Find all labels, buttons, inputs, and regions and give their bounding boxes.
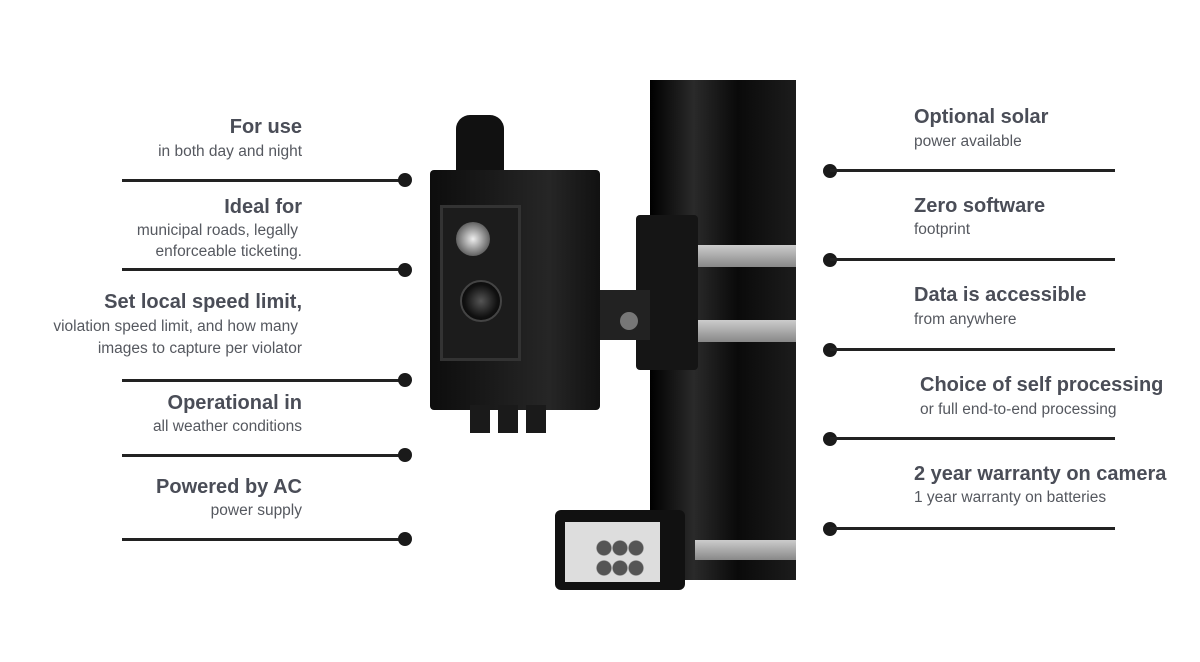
- mount-bolt: [620, 312, 638, 330]
- feature-desc: or full end-to-end processing: [920, 401, 1117, 418]
- feature-title: Zero software: [914, 195, 1046, 217]
- callout-dot: [398, 263, 412, 277]
- feature-desc: footprint: [914, 221, 971, 238]
- feature-title: Data is accessible: [914, 284, 1087, 306]
- sensor-dome: [456, 115, 504, 175]
- connectors: [470, 405, 550, 433]
- callout-line: [122, 179, 405, 182]
- callout-line: [830, 437, 1115, 440]
- callout-dot: [398, 448, 412, 462]
- callout-line: [122, 538, 405, 541]
- callout-dot: [398, 532, 412, 546]
- feature-title: Set local speed limit,: [104, 291, 302, 313]
- feature-desc: power supply: [210, 502, 302, 519]
- feature-desc: 1 year warranty on batteries: [914, 489, 1107, 506]
- illuminator-lens: [456, 222, 490, 256]
- callout-line: [122, 268, 405, 271]
- feature-title: Choice of self processing: [920, 374, 1164, 396]
- pole-strap: [695, 540, 796, 560]
- callout-dot: [398, 373, 412, 387]
- callout-line: [830, 348, 1115, 351]
- feature-title: Powered by AC: [156, 476, 302, 498]
- pole-strap: [695, 245, 796, 267]
- feature-desc: municipal roads, legally: [136, 222, 298, 239]
- callout-line: [830, 258, 1115, 261]
- feature-title: 2 year warranty on camera: [914, 463, 1167, 485]
- feature-desc: enforceable ticketing.: [155, 243, 302, 260]
- feature-desc: power available: [914, 133, 1022, 150]
- display-leds: [596, 540, 644, 580]
- callout-line: [830, 169, 1115, 172]
- feature-desc: from anywhere: [914, 311, 1017, 328]
- callout-line: [830, 527, 1115, 530]
- callout-line: [122, 379, 405, 382]
- feature-title: Ideal for: [224, 196, 302, 218]
- feature-title: Optional solar: [914, 106, 1049, 128]
- feature-desc: images to capture per violator: [97, 340, 302, 357]
- callout-dot: [398, 173, 412, 187]
- mount-arm: [590, 290, 650, 340]
- pole-strap: [695, 320, 796, 342]
- camera-lens: [460, 280, 502, 322]
- feature-desc: violation speed limit, and how many: [53, 318, 298, 335]
- feature-title: For use: [229, 116, 302, 138]
- feature-desc: in both day and night: [158, 143, 302, 160]
- feature-title: Operational in: [167, 392, 302, 414]
- feature-desc: all weather conditions: [152, 418, 302, 435]
- callout-line: [122, 454, 405, 457]
